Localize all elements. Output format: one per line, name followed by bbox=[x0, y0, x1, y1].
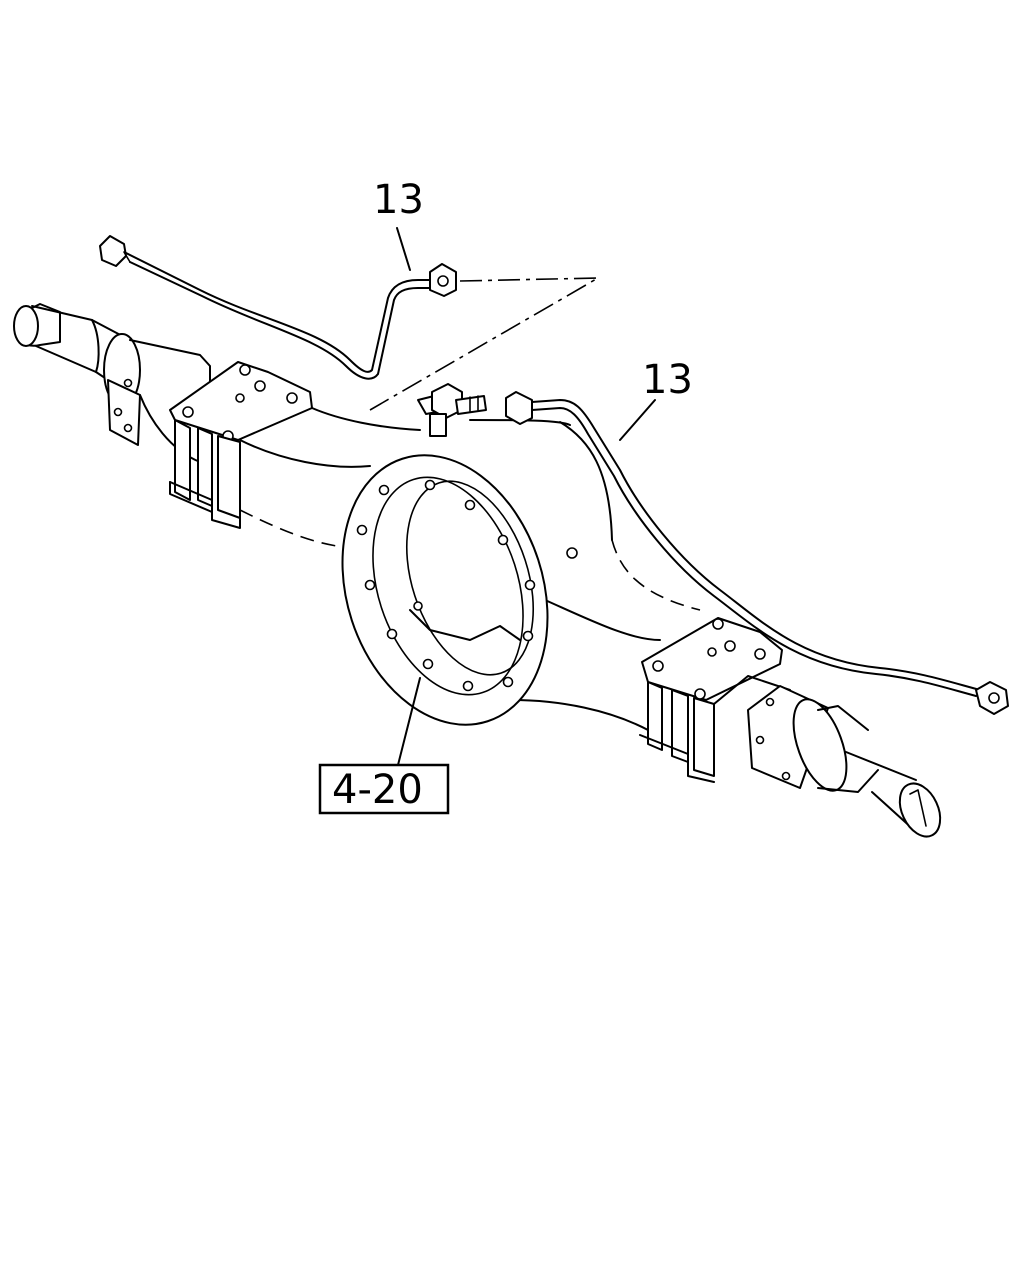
axle-housing bbox=[239, 407, 701, 731]
right-spindle bbox=[713, 675, 942, 838]
brake-pipe-right bbox=[505, 391, 1009, 715]
left-spring-seat bbox=[169, 361, 313, 529]
callout-4-20: 4-20 bbox=[332, 767, 423, 813]
tee-fitting bbox=[417, 383, 487, 437]
leader-line-right bbox=[619, 399, 656, 441]
connection-line bbox=[369, 277, 599, 411]
right-spring-seat bbox=[639, 617, 783, 783]
pipe-nut-icon bbox=[99, 235, 127, 267]
leader-line-housing bbox=[397, 677, 421, 766]
callout-13-right: 13 bbox=[642, 357, 693, 403]
brake-pipe-left bbox=[99, 235, 457, 380]
carrier-flange bbox=[341, 454, 549, 726]
callout-13-left: 13 bbox=[373, 177, 424, 223]
callout-box bbox=[318, 763, 450, 815]
left-spindle bbox=[13, 303, 211, 463]
leader-line-left bbox=[396, 227, 411, 271]
pipe-nut-icon bbox=[505, 391, 533, 425]
